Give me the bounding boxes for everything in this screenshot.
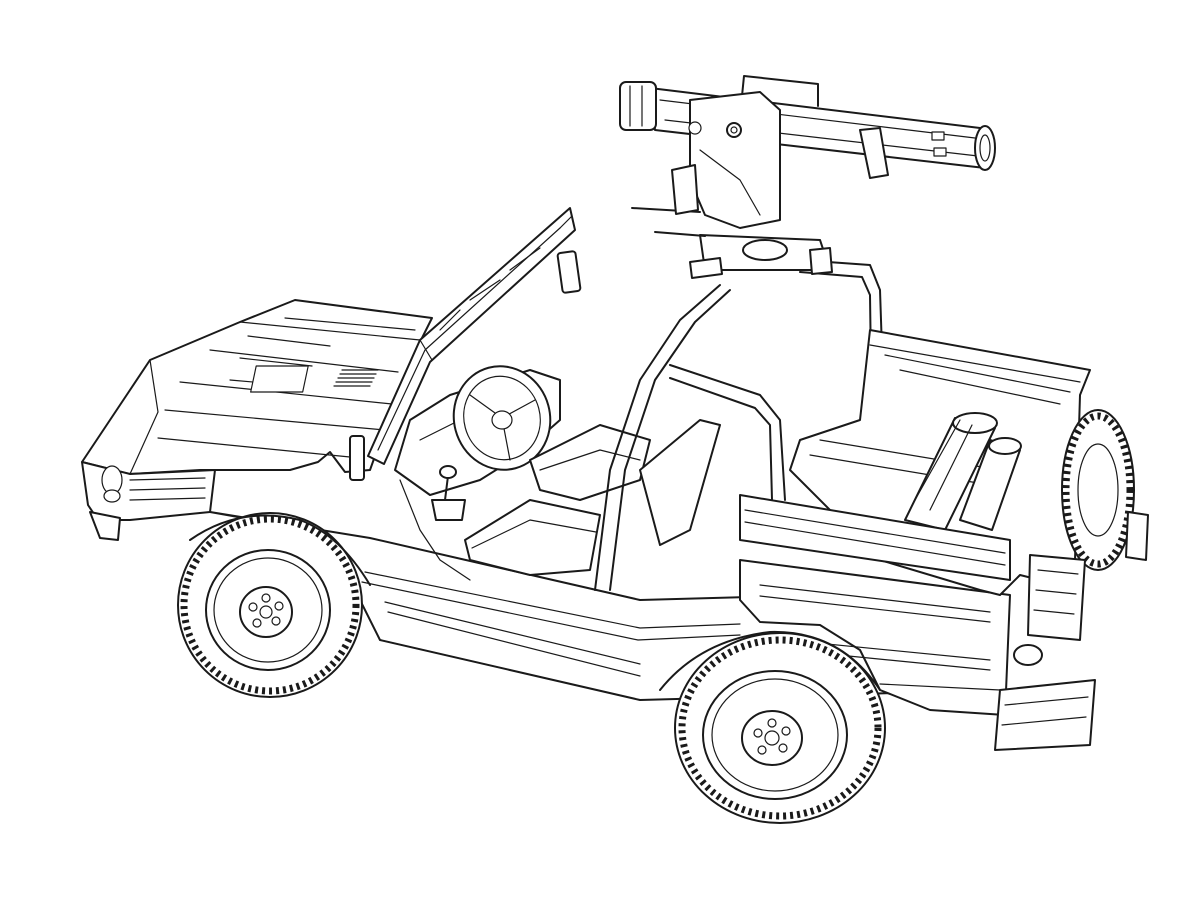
rear-bumper [994,679,1096,751]
gear-shifter[interactable] [431,465,466,521]
wheel-arches [189,514,881,691]
tube-muzzle [974,125,996,171]
front-seat [464,499,601,576]
cargo-bed [739,329,1091,596]
tube-rear-cap [619,81,657,131]
spare-wheel [1061,409,1149,571]
carry-handle[interactable] [741,75,819,107]
jerrycan [1027,554,1086,641]
side-mirror [556,250,582,294]
seats [464,419,721,576]
rear-equipment [994,554,1096,751]
front-fascia [81,461,216,541]
hood-vent [333,369,379,387]
hood [81,299,433,475]
steering-wheel[interactable] [442,355,562,480]
missile-launcher [619,75,996,279]
missile-tube [904,412,998,531]
sight-housing [689,91,781,229]
front-bumper [89,511,121,541]
windshield-frame [349,207,582,481]
front-wheel [177,512,363,698]
side-mirror [349,435,365,481]
rear-seat [529,424,651,501]
bed-side-rail [739,494,1011,581]
rear-wheel [674,632,886,824]
missile-tube [959,437,1022,531]
cockpit [394,355,562,581]
